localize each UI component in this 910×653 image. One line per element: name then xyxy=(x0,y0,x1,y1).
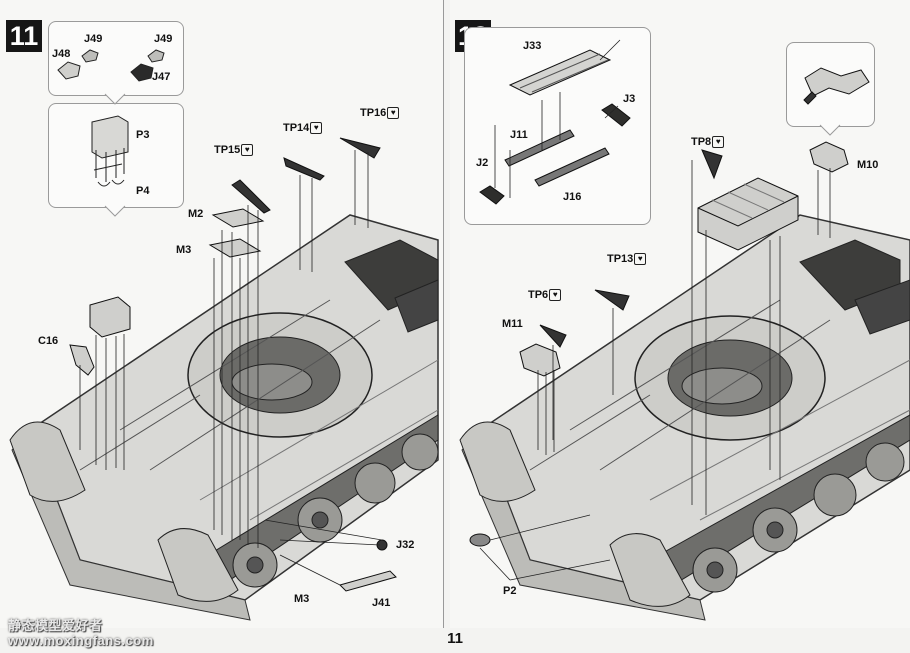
label-j3: J3 xyxy=(623,93,636,105)
label-j41: J41 xyxy=(372,597,391,609)
part-tp15-drawing xyxy=(231,179,271,214)
label-tp8: TP8♥ xyxy=(691,136,725,149)
part-tp6-drawing xyxy=(539,324,567,348)
part-m2-drawing xyxy=(211,208,265,228)
part-tp13-drawing xyxy=(594,289,630,311)
part-stowage-box-drawing xyxy=(697,177,799,251)
tank-hull-drawing xyxy=(459,214,910,621)
part-j16-drawing xyxy=(534,147,610,187)
label-j33: J33 xyxy=(523,40,542,52)
label-m11: M11 xyxy=(502,318,523,330)
part-j33-drawing xyxy=(508,49,612,96)
glue-heart-icon: ♥ xyxy=(310,122,323,135)
label-j49-left: J49 xyxy=(84,33,103,45)
step-12-panel: 12 xyxy=(450,0,910,628)
label-j32: J32 xyxy=(396,539,415,551)
label-m3-bottom: M3 xyxy=(294,593,310,605)
part-m10-drawing xyxy=(809,141,849,173)
step-11-badge: 11 xyxy=(6,20,42,52)
watermark-line-1: 静态模型爱好者 xyxy=(8,618,103,633)
label-j16: J16 xyxy=(563,191,582,203)
label-j48: J48 xyxy=(52,48,71,60)
label-c16: C16 xyxy=(38,335,59,347)
label-tp13: TP13♥ xyxy=(607,253,647,266)
label-tp15: TP15♥ xyxy=(214,144,254,157)
part-j49-left-drawing xyxy=(81,49,99,63)
label-tp14: TP14♥ xyxy=(283,122,323,135)
label-m2: M2 xyxy=(188,208,204,220)
part-c16-drawing xyxy=(69,344,95,376)
part-tp8-drawing xyxy=(701,149,723,180)
part-m3-top-drawing xyxy=(208,238,262,258)
part-tow-bracket-drawing xyxy=(89,296,131,338)
part-track-link-drawing xyxy=(803,67,870,105)
part-j47-drawing xyxy=(130,63,154,82)
watermark-line-2: www.moxingfans.com xyxy=(8,633,154,648)
label-j2: J2 xyxy=(476,157,489,169)
page-number: 11 xyxy=(447,630,463,647)
tank-hull-drawing xyxy=(9,214,439,621)
label-m3-top: M3 xyxy=(176,244,192,256)
part-j41-drawing xyxy=(339,570,397,592)
step-11-panel: 11 xyxy=(0,0,444,628)
label-j47: J47 xyxy=(152,71,171,83)
part-j48-drawing xyxy=(57,61,81,80)
label-p4: P4 xyxy=(136,185,150,197)
label-j49-right: J49 xyxy=(154,33,173,45)
label-p3: P3 xyxy=(136,129,150,141)
part-m11-drawing xyxy=(519,343,561,377)
part-j2-drawing xyxy=(479,185,505,205)
part-tp14-drawing xyxy=(283,157,325,181)
part-p2-drawing xyxy=(469,533,491,547)
step-12-illustration xyxy=(459,39,910,621)
part-j49-right-drawing xyxy=(147,49,165,63)
part-p3-p4-drawing xyxy=(91,115,129,187)
glue-heart-icon: ♥ xyxy=(241,144,254,157)
label-p2: P2 xyxy=(503,585,517,597)
label-j11: J11 xyxy=(510,129,528,141)
glue-heart-icon: ♥ xyxy=(712,136,725,149)
label-tp16: TP16♥ xyxy=(360,107,400,120)
part-tp16-drawing xyxy=(339,137,381,159)
watermark: 静态模型爱好者 www.moxingfans.com xyxy=(8,618,154,648)
part-j3-drawing xyxy=(601,103,631,127)
label-m10: M10 xyxy=(857,159,879,171)
part-j11-drawing xyxy=(504,129,575,167)
step-11-illustration xyxy=(9,49,439,621)
glue-heart-icon: ♥ xyxy=(634,253,647,266)
glue-heart-icon: ♥ xyxy=(549,289,562,302)
assembly-lines-step-12 xyxy=(479,160,831,581)
assembly-lines-step-11 xyxy=(79,150,383,586)
label-tp6: TP6♥ xyxy=(528,289,562,302)
glue-heart-icon: ♥ xyxy=(387,107,400,120)
